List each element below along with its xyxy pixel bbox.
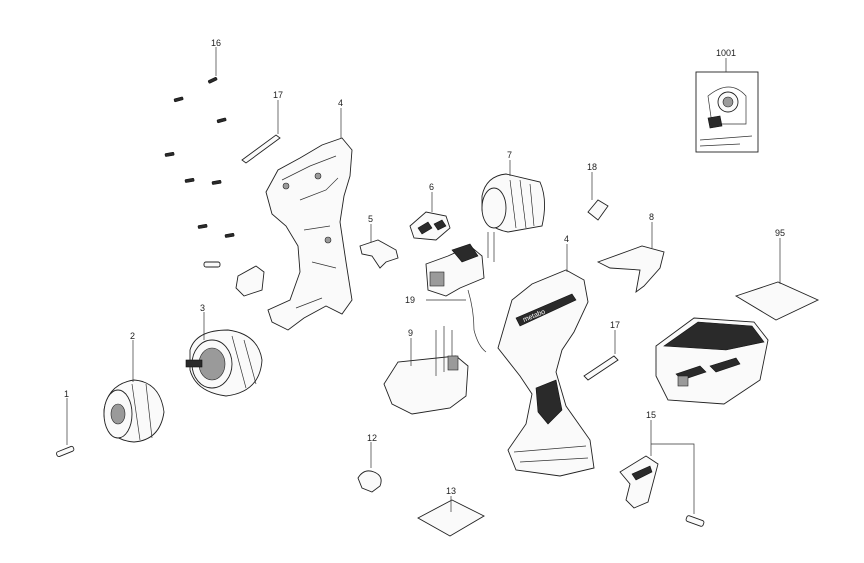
small-pin (203, 261, 221, 268)
bracket-8 (596, 222, 665, 294)
slider-5 (359, 224, 399, 269)
belt-clip-15 (619, 420, 705, 527)
callout-8: 8 (649, 212, 654, 222)
callout-16: 16 (211, 38, 221, 48)
switch-button-6 (409, 192, 451, 241)
housing-half-left-4 (265, 108, 353, 331)
clip-12 (357, 442, 382, 493)
trigger-switch-19 (425, 243, 487, 353)
callout-18: 18 (587, 162, 597, 172)
callout-4-right: 4 (564, 234, 569, 244)
screw-set-16 (164, 47, 235, 238)
callout-2: 2 (130, 331, 135, 341)
label-strip-17-lower (583, 330, 619, 381)
pad-18 (587, 172, 609, 221)
callout-1: 1 (64, 389, 69, 399)
callout-3: 3 (200, 303, 205, 313)
chuck-2 (103, 340, 165, 443)
callout-1001: 1001 (716, 48, 736, 58)
callout-95: 95 (775, 228, 785, 238)
callout-6: 6 (429, 182, 434, 192)
cover-plate-95 (734, 238, 820, 321)
battery-pack (655, 317, 769, 405)
callout-5: 5 (368, 214, 373, 224)
gearbox-3 (185, 312, 263, 397)
callout-17-upper: 17 (273, 90, 283, 100)
callout-13: 13 (446, 486, 456, 496)
switch-cap (235, 265, 265, 297)
callout-4-left: 4 (338, 98, 343, 108)
callout-labels: 16 17 4 3 2 1 12 13 5 6 7 18 19 9 4 17 8… (64, 38, 785, 496)
detail-inset-1001 (695, 58, 759, 153)
callout-7: 7 (507, 150, 512, 160)
callout-19: 19 (405, 295, 415, 305)
electronics-module-9 (383, 326, 469, 415)
callout-12: 12 (367, 433, 377, 443)
callout-15: 15 (646, 410, 656, 420)
sheet-13 (417, 496, 485, 537)
screw-1 (56, 398, 75, 457)
callout-17-lower: 17 (610, 320, 620, 330)
callout-9: 9 (408, 328, 413, 338)
label-strip-17-upper (241, 100, 281, 164)
motor-7 (481, 160, 545, 262)
housing-half-right-4: metabo (497, 244, 595, 477)
